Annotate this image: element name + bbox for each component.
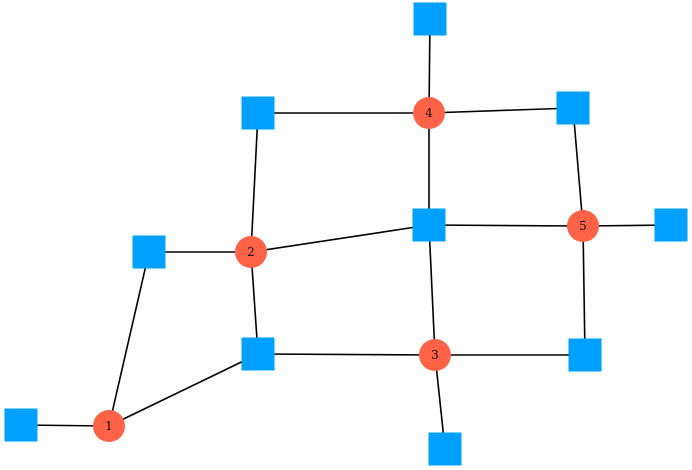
square-node-shape [241,337,275,371]
node-s_center [412,208,446,242]
node-s_right [654,208,688,242]
circle-node-shape [235,236,267,268]
square-node-shape [412,208,446,242]
circle-node-shape [93,410,125,442]
node-c2: 2 [235,236,267,268]
edge-s_upright-c5 [572,107,584,227]
node-c5: 5 [567,210,599,242]
edge-c5-s_lowright [582,225,586,356]
edge-s_center-c5 [428,224,584,227]
edges-layer [20,18,672,450]
node-s_lowright [568,338,602,372]
node-s_left [132,235,166,269]
nodes-layer: 1 2 3 4 5 [4,2,688,466]
circle-node-shape [413,97,445,129]
node-label: 1 [105,419,113,433]
square-node-shape [413,2,447,36]
node-s_upleft [241,96,275,130]
square-node-shape [241,96,275,130]
node-c4: 4 [413,97,445,129]
node-s_lowmid [241,337,275,371]
edge-c2-s_center [250,224,430,253]
edge-s_left-c1 [108,251,150,427]
square-node-shape [654,208,688,242]
edge-s_center-c3 [428,224,436,356]
node-s_top [413,2,447,36]
edge-s_lowmid-c3 [257,353,436,356]
square-node-shape [4,408,38,442]
node-label: 4 [425,106,433,120]
node-label: 5 [579,219,587,233]
circle-node-shape [567,210,599,242]
edge-c4-s_upright [428,107,574,114]
node-c1: 1 [93,410,125,442]
node-s_upright [556,91,590,125]
square-node-shape [132,235,166,269]
node-s_bottom [428,432,462,466]
edge-s_lowmid-c1 [108,353,259,427]
node-s_farleft [4,408,38,442]
node-label: 3 [431,348,439,362]
edge-c2-s_lowmid [250,251,259,355]
circle-node-shape [419,339,451,371]
edge-s_upleft-c2 [250,112,259,253]
square-node-shape [556,91,590,125]
square-node-shape [428,432,462,466]
node-label: 2 [247,245,255,259]
square-node-shape [568,338,602,372]
node-c3: 3 [419,339,451,371]
